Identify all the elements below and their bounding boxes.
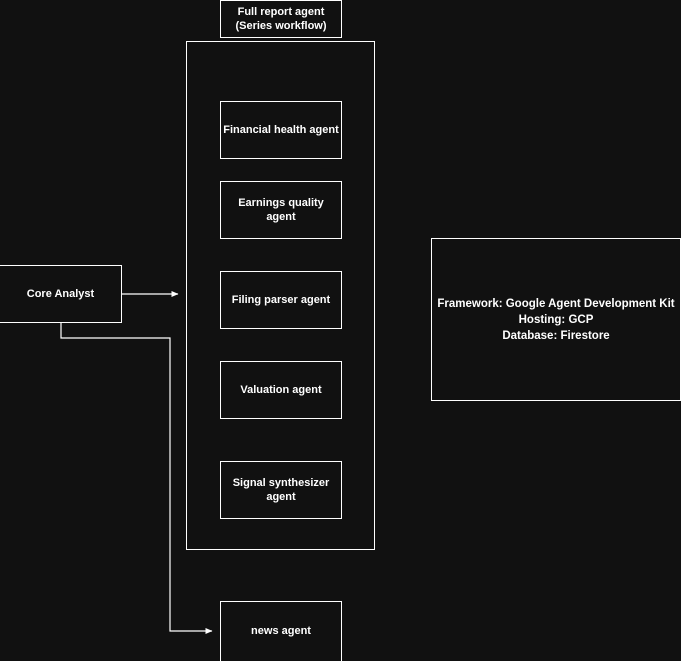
core-analyst-label: Core Analyst	[26, 288, 95, 300]
core-analyst-box[interactable]: Core Analyst	[0, 265, 122, 323]
full-report-agent-title-box[interactable]: Full report agent (Series workflow)	[220, 0, 342, 38]
tech-stack-info-panel[interactable]: Framework: Google Agent Development Kit …	[431, 238, 681, 401]
agent-label-signal-synthesizer: Signal synthesizer agent	[232, 477, 330, 503]
agent-box-valuation[interactable]: Valuation agent	[220, 361, 342, 419]
full-report-agent-title-label: Full report agent (Series workflow)	[235, 6, 327, 32]
agent-box-earnings-quality[interactable]: Earnings quality agent	[220, 181, 342, 239]
agent-label-filing-parser: Filing parser agent	[231, 294, 331, 306]
news-agent-label: news agent	[251, 625, 311, 637]
agent-label-earnings-quality: Earnings quality agent	[238, 197, 324, 223]
agent-label-valuation: Valuation agent	[240, 384, 322, 396]
agent-label-financial-health: Financial health agent	[223, 124, 339, 136]
agent-box-filing-parser[interactable]: Filing parser agent	[220, 271, 342, 329]
agent-box-financial-health[interactable]: Financial health agent	[220, 101, 342, 159]
tech-stack-info-text: Framework: Google Agent Development Kit …	[437, 297, 675, 342]
agent-box-signal-synthesizer[interactable]: Signal synthesizer agent	[220, 461, 342, 519]
news-agent-box[interactable]: news agent	[220, 601, 342, 661]
